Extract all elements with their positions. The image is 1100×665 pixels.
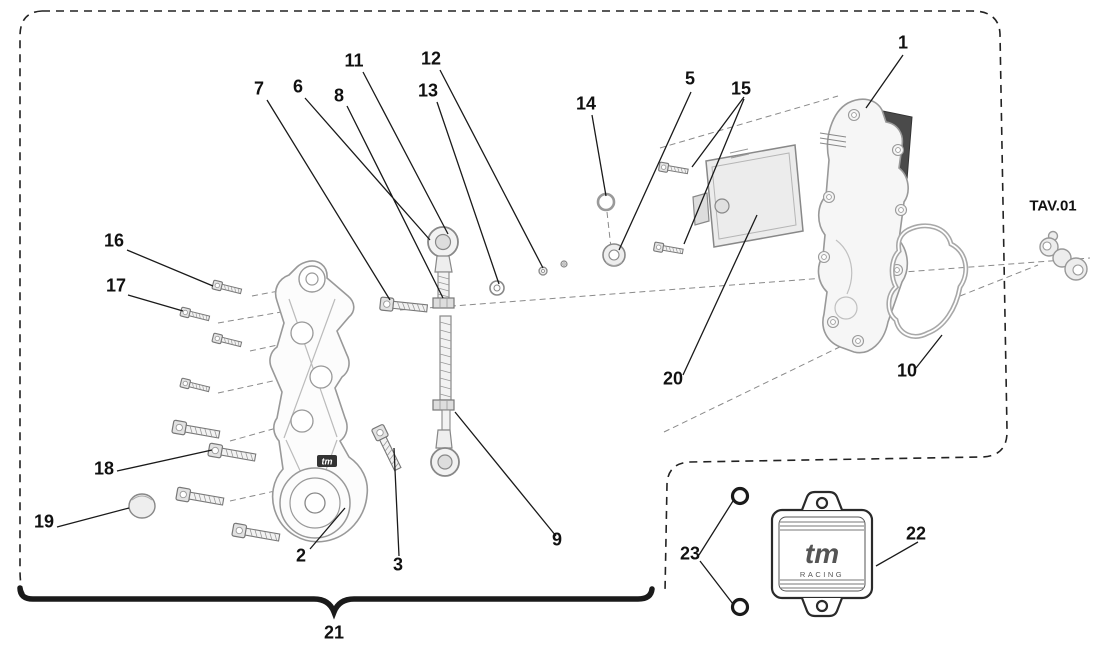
callout-18: 18 — [93, 458, 115, 479]
bushing-part5 — [602, 243, 626, 267]
callout-3: 3 — [392, 554, 404, 575]
callout-2: 2 — [295, 545, 307, 566]
oring-part23-bottom — [730, 597, 750, 617]
bolt-part18-a — [171, 419, 221, 442]
box-logo-text: tm — [805, 538, 839, 569]
oring-part23-top — [730, 486, 750, 506]
bottom-brace — [17, 585, 655, 620]
cover-box-part22: tm RACING — [770, 490, 874, 618]
screw-part16 — [211, 279, 243, 297]
callout-12: 12 — [420, 48, 442, 69]
callout-8: 8 — [333, 85, 345, 106]
callout-1: 1 — [897, 32, 909, 53]
callout-13: 13 — [417, 80, 439, 101]
bolt-part18-d — [231, 522, 281, 545]
callout-11: 11 — [344, 50, 364, 71]
ecu-part20 — [692, 144, 804, 248]
box-logo-subtext: RACING — [800, 570, 844, 579]
callout-17: 17 — [105, 275, 127, 296]
callout-19: 19 — [33, 511, 55, 532]
callout-5: 5 — [684, 68, 696, 89]
callout-15: 15 — [730, 78, 752, 99]
cap-part19 — [128, 493, 156, 519]
box-top-hole — [815, 496, 829, 510]
callout-7: 7 — [253, 78, 265, 99]
screw-small-a — [211, 332, 243, 350]
plate-logo-text: tm — [322, 457, 333, 467]
plate-logo-box — [317, 455, 337, 467]
tav-bracket — [1039, 230, 1088, 281]
gasket-part10 — [886, 223, 969, 339]
callout-22: 22 — [905, 523, 927, 544]
screw-part15-b — [652, 241, 685, 257]
bolt-part7 — [379, 296, 429, 316]
screw-part17 — [179, 306, 211, 324]
callout-16: 16 — [103, 230, 125, 251]
callout-23: 23 — [679, 543, 701, 564]
screw-part15-a — [657, 161, 690, 177]
callout-9: 9 — [551, 529, 563, 550]
oring-part14 — [596, 192, 616, 212]
bolt-part18-c — [175, 486, 225, 509]
callout-10: 10 — [896, 360, 918, 381]
box-bottom-hole — [815, 599, 829, 613]
bolt-part18-b — [207, 442, 257, 465]
callout-21: 21 — [323, 622, 345, 643]
callout-14: 14 — [575, 93, 597, 114]
left-fasteners — [171, 279, 281, 545]
tensioner-plate-part2: tm — [269, 260, 369, 543]
locknut-part8 — [432, 297, 455, 309]
rod-linkage-assembly — [427, 226, 568, 477]
locknut-lower — [432, 399, 455, 411]
bolt-part3 — [370, 423, 405, 473]
callout-20: 20 — [662, 368, 684, 389]
tav-label: TAV.01 — [1029, 197, 1077, 215]
screw-small-b — [179, 377, 211, 395]
cover-part1 — [817, 98, 909, 354]
leader-lines — [56, 54, 943, 605]
callout-6: 6 — [292, 76, 304, 97]
